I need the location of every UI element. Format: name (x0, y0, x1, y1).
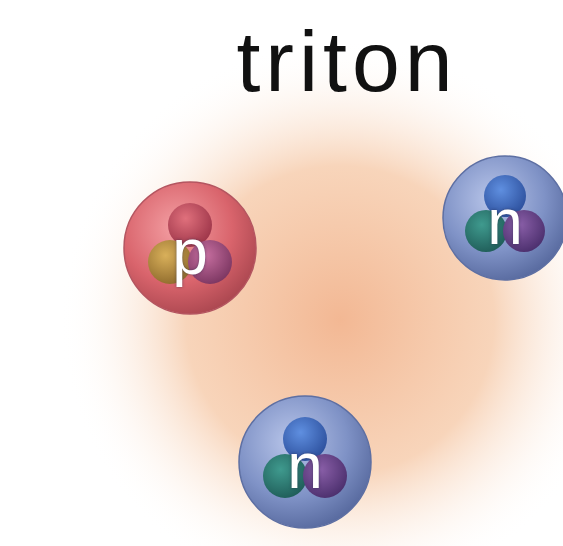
particle-letter: p (172, 220, 208, 284)
neutron-node: n (443, 160, 563, 284)
neutron-sphere (239, 396, 371, 528)
particle-letter: n (487, 190, 523, 254)
particle-letter: n (287, 434, 323, 498)
neutron-sphere (443, 156, 563, 280)
neutron-node: n (239, 400, 371, 532)
proton-node: p (124, 186, 256, 318)
title: triton (236, 18, 457, 104)
proton-sphere (124, 182, 256, 314)
